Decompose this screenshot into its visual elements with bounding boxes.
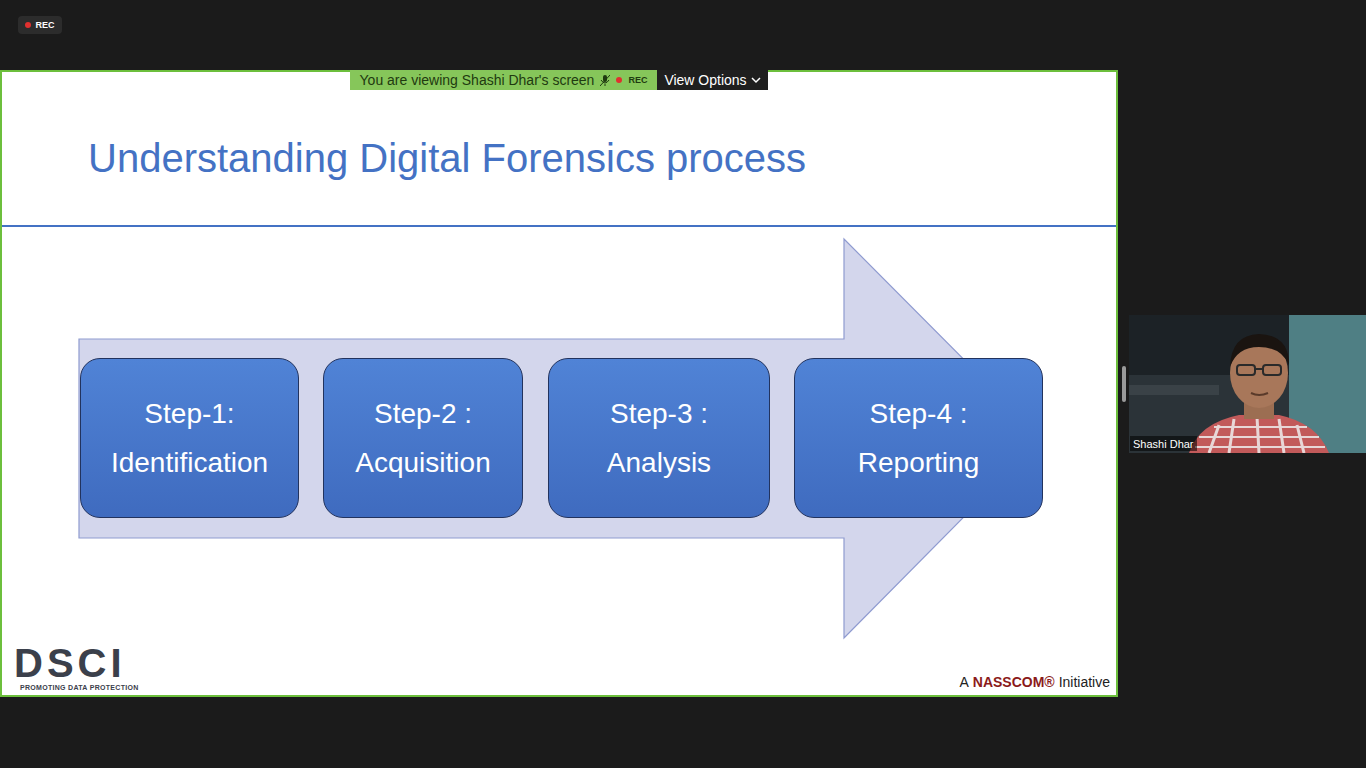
- process-arrow: [79, 239, 1042, 638]
- process-box: Step-1: Identification: [80, 358, 299, 518]
- step-label: Step-3 : Analysis: [559, 389, 759, 487]
- process-box: Step-2 : Acquisition: [323, 358, 523, 518]
- rec-label: REC: [35, 20, 54, 30]
- button-label: View Options: [664, 72, 746, 88]
- step-label: Step-2 : Acquisition: [334, 389, 512, 487]
- participant-name: Shashi Dhar: [1133, 438, 1194, 450]
- slide: Understanding Digital Forensics process …: [0, 70, 1118, 697]
- scroll-handle: [1121, 366, 1127, 402]
- participant-name-tag: Shashi Dhar: [1130, 436, 1197, 451]
- footer-credit: A NASSCOM® Initiative: [959, 674, 1110, 690]
- step-label: Step-4 : Reporting: [805, 389, 1032, 487]
- footer-brand: NASSCOM®: [973, 674, 1055, 690]
- banner-text: You are viewing Shashi Dhar's screen: [360, 72, 595, 88]
- record-dot: [616, 77, 622, 83]
- mic-icon: [600, 74, 610, 87]
- footer-text: A: [959, 674, 968, 690]
- chevron-icon: [751, 76, 761, 84]
- footer-text: Initiative: [1059, 674, 1110, 690]
- logo-text: DSCI: [14, 642, 139, 684]
- dsci-logo: DSCI PROMOTING DATA PROTECTION: [14, 642, 139, 691]
- title-rule: [2, 225, 1116, 227]
- share-banner: You are viewing Shashi Dhar's screen REC: [350, 70, 657, 90]
- record-dot: [25, 22, 31, 28]
- view-options-button: View Options: [657, 70, 768, 90]
- rec-label: REC: [628, 75, 647, 85]
- video-tile: [1129, 315, 1366, 453]
- process-box: Step-3 : Analysis: [548, 358, 770, 518]
- process-box: Step-4 : Reporting: [794, 358, 1043, 518]
- recording-badge: REC: [18, 16, 62, 34]
- slide-title: Understanding Digital Forensics process: [88, 136, 806, 181]
- logo-tagline: PROMOTING DATA PROTECTION: [20, 684, 139, 691]
- step-label: Step-1: Identification: [91, 389, 288, 487]
